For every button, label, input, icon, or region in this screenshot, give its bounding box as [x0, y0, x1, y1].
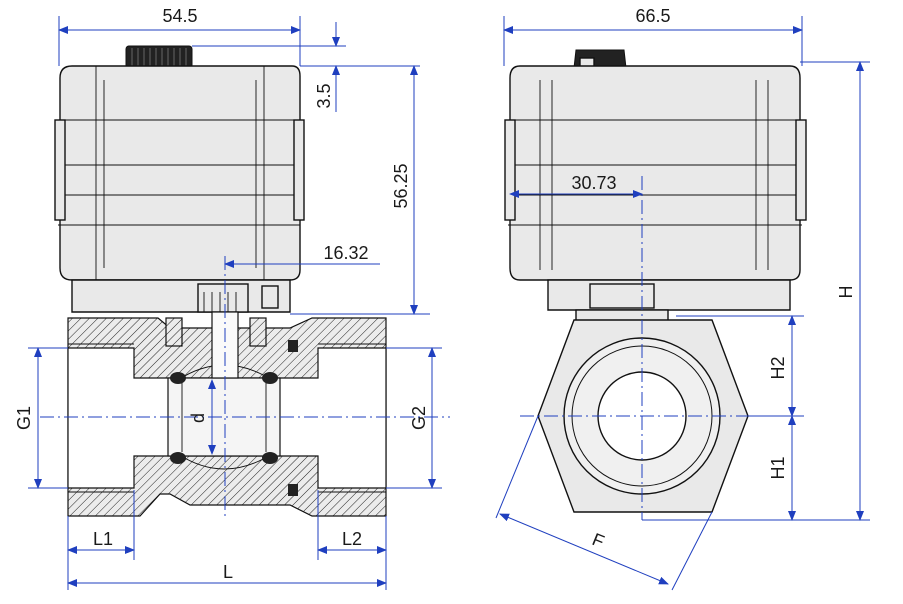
side-view [504, 49, 807, 520]
side-actuator-housing [509, 65, 801, 281]
dim-center-offset: 30.73 [571, 173, 616, 193]
dim-top-offset: 3.5 [314, 83, 334, 108]
dim-l: L [223, 562, 233, 582]
front-stem [211, 311, 239, 379]
dim-h1: H1 [768, 456, 788, 479]
front-view [40, 45, 450, 520]
dim-l1: L1 [93, 529, 113, 549]
dim-width-side: 66.5 [635, 6, 670, 26]
dimension-labels: 54.5 66.5 3.5 56.25 16.32 30.73 G1 G2 d … [14, 6, 856, 582]
dim-width-front: 54.5 [162, 6, 197, 26]
front-knob [125, 45, 193, 69]
dim-h2: H2 [768, 356, 788, 379]
dim-d: d [188, 413, 208, 423]
front-collar [71, 279, 291, 313]
dim-actuator-height: 56.25 [391, 163, 411, 208]
dim-l2: L2 [342, 529, 362, 549]
dim-g2: G2 [409, 406, 429, 430]
dim-f: F [589, 529, 607, 552]
dim-g1: G1 [14, 406, 34, 430]
dimension-lines [28, 16, 870, 591]
dim-stem-offset: 16.32 [323, 243, 368, 263]
dim-h: H [836, 286, 856, 299]
